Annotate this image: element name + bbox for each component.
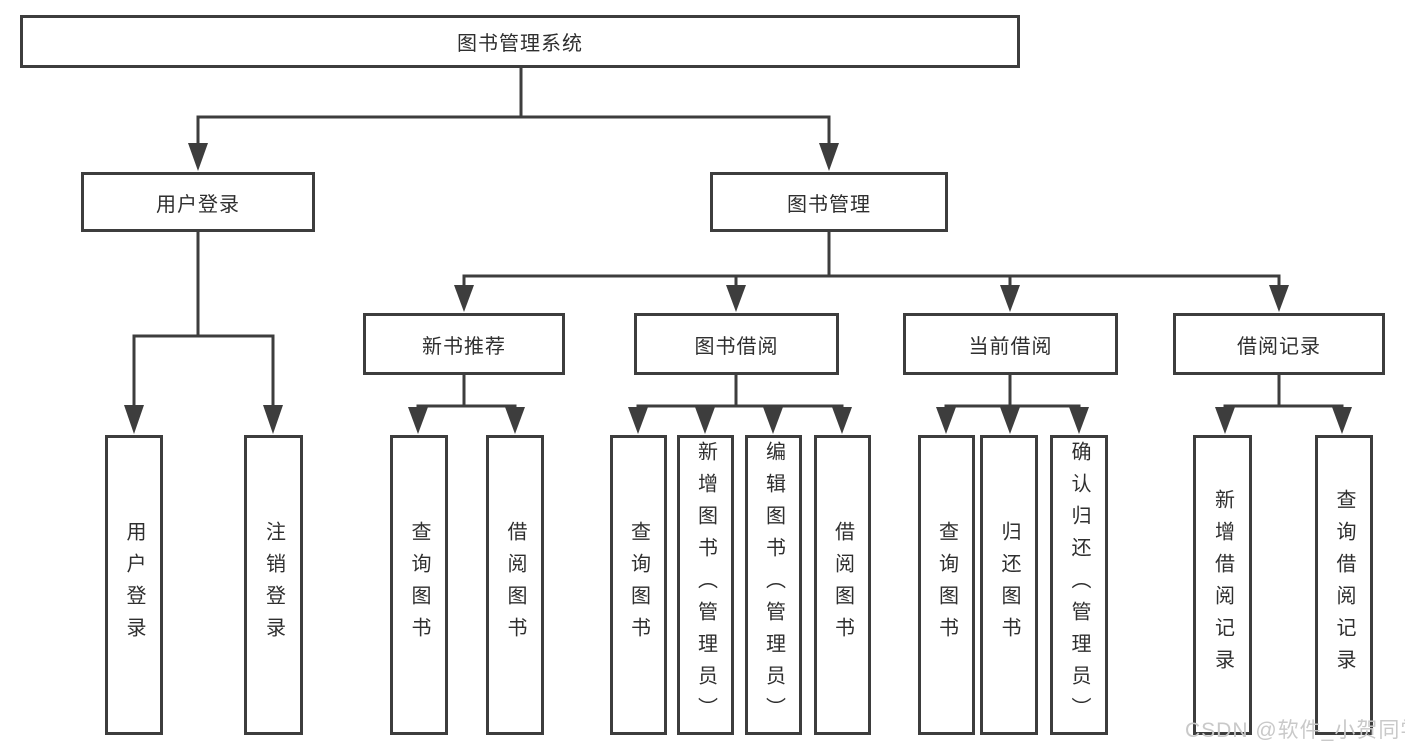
node-root-system: 图书管理系统	[20, 15, 1020, 68]
node-label: 用户登录	[156, 193, 240, 216]
leaf-borrow-query-books: 查询图书	[610, 435, 667, 735]
node-label: 图书管理系统	[457, 33, 583, 55]
node-label: 注销登录	[262, 521, 285, 649]
node-label: 新增图书（管理员）	[694, 441, 717, 729]
node-label: 当前借阅	[968, 335, 1053, 358]
node-new-book-recommend: 新书推荐	[363, 313, 565, 375]
leaf-current-return-books: 归还图书	[980, 435, 1038, 735]
leaf-current-confirm-return-admin: 确认归还（管理员）	[1050, 435, 1108, 735]
leaf-logout: 注销登录	[244, 435, 303, 735]
node-current-borrow: 当前借阅	[903, 313, 1118, 375]
leaf-newbook-borrow-books: 借阅图书	[486, 435, 544, 735]
leaf-records-add-borrow-record: 新增借阅记录	[1193, 435, 1252, 735]
leaf-borrow-edit-books-admin: 编辑图书（管理员）	[745, 435, 802, 735]
leaf-user-login: 用户登录	[105, 435, 163, 735]
node-label: 新书推荐	[422, 335, 506, 358]
csdn-watermark: CSDN @软件_小贺同学	[1185, 719, 1405, 742]
node-label: 编辑图书（管理员）	[762, 441, 785, 729]
node-label: 查询借阅记录	[1333, 489, 1355, 681]
node-borrow-records: 借阅记录	[1173, 313, 1385, 375]
node-label: 借阅图书	[504, 521, 526, 649]
leaf-borrow-borrow-books: 借阅图书	[814, 435, 871, 735]
node-book-management: 图书管理	[710, 172, 948, 232]
node-label: 查询图书	[408, 521, 430, 649]
node-label: 新增借阅记录	[1211, 489, 1234, 681]
leaf-borrow-add-books-admin: 新增图书（管理员）	[677, 435, 734, 735]
node-label: 确认归还（管理员）	[1068, 441, 1090, 729]
arrowheads	[124, 143, 1352, 434]
leaf-newbook-query-books: 查询图书	[390, 435, 448, 735]
node-label: 借阅图书	[831, 521, 854, 649]
leaf-current-query-books: 查询图书	[918, 435, 975, 735]
leaf-records-query-borrow-record: 查询借阅记录	[1315, 435, 1373, 735]
node-label: 图书借阅	[694, 335, 779, 358]
node-label: 借阅记录	[1237, 335, 1321, 358]
node-label: 归还图书	[998, 521, 1020, 649]
node-label: 用户登录	[123, 521, 145, 649]
node-label: 查询图书	[627, 521, 650, 649]
node-label: 查询图书	[935, 521, 958, 649]
node-user-login: 用户登录	[81, 172, 315, 232]
node-label: 图书管理	[787, 193, 871, 216]
node-book-borrow: 图书借阅	[634, 313, 839, 375]
